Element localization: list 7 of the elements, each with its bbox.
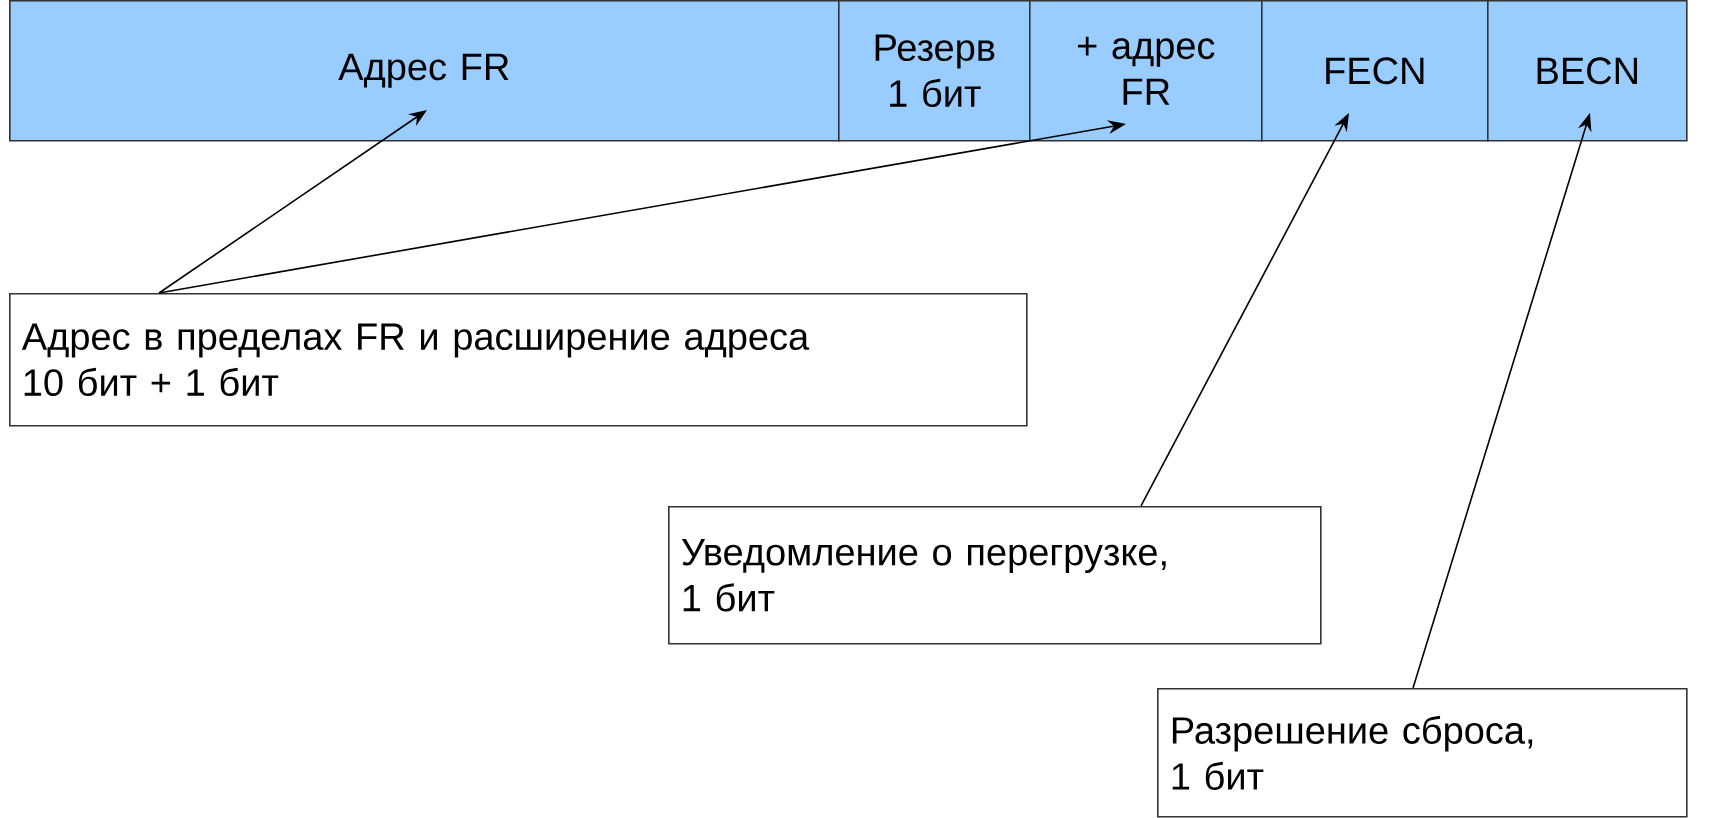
callout-box: Адрес в пределах FR и расширение адреса 10 бит + 1 бит bbox=[9, 293, 1028, 427]
field-cell: Резерв 1 бит bbox=[838, 0, 1031, 142]
callout-box: Уведомление о перегрузке, 1 бит bbox=[668, 506, 1322, 645]
field-cell: + адрес FR bbox=[1029, 0, 1263, 142]
field-cell: FECN bbox=[1261, 0, 1489, 142]
callout-box: Разрешение сброса, 1 бит bbox=[1157, 688, 1688, 818]
field-cell: BECN bbox=[1487, 0, 1688, 142]
